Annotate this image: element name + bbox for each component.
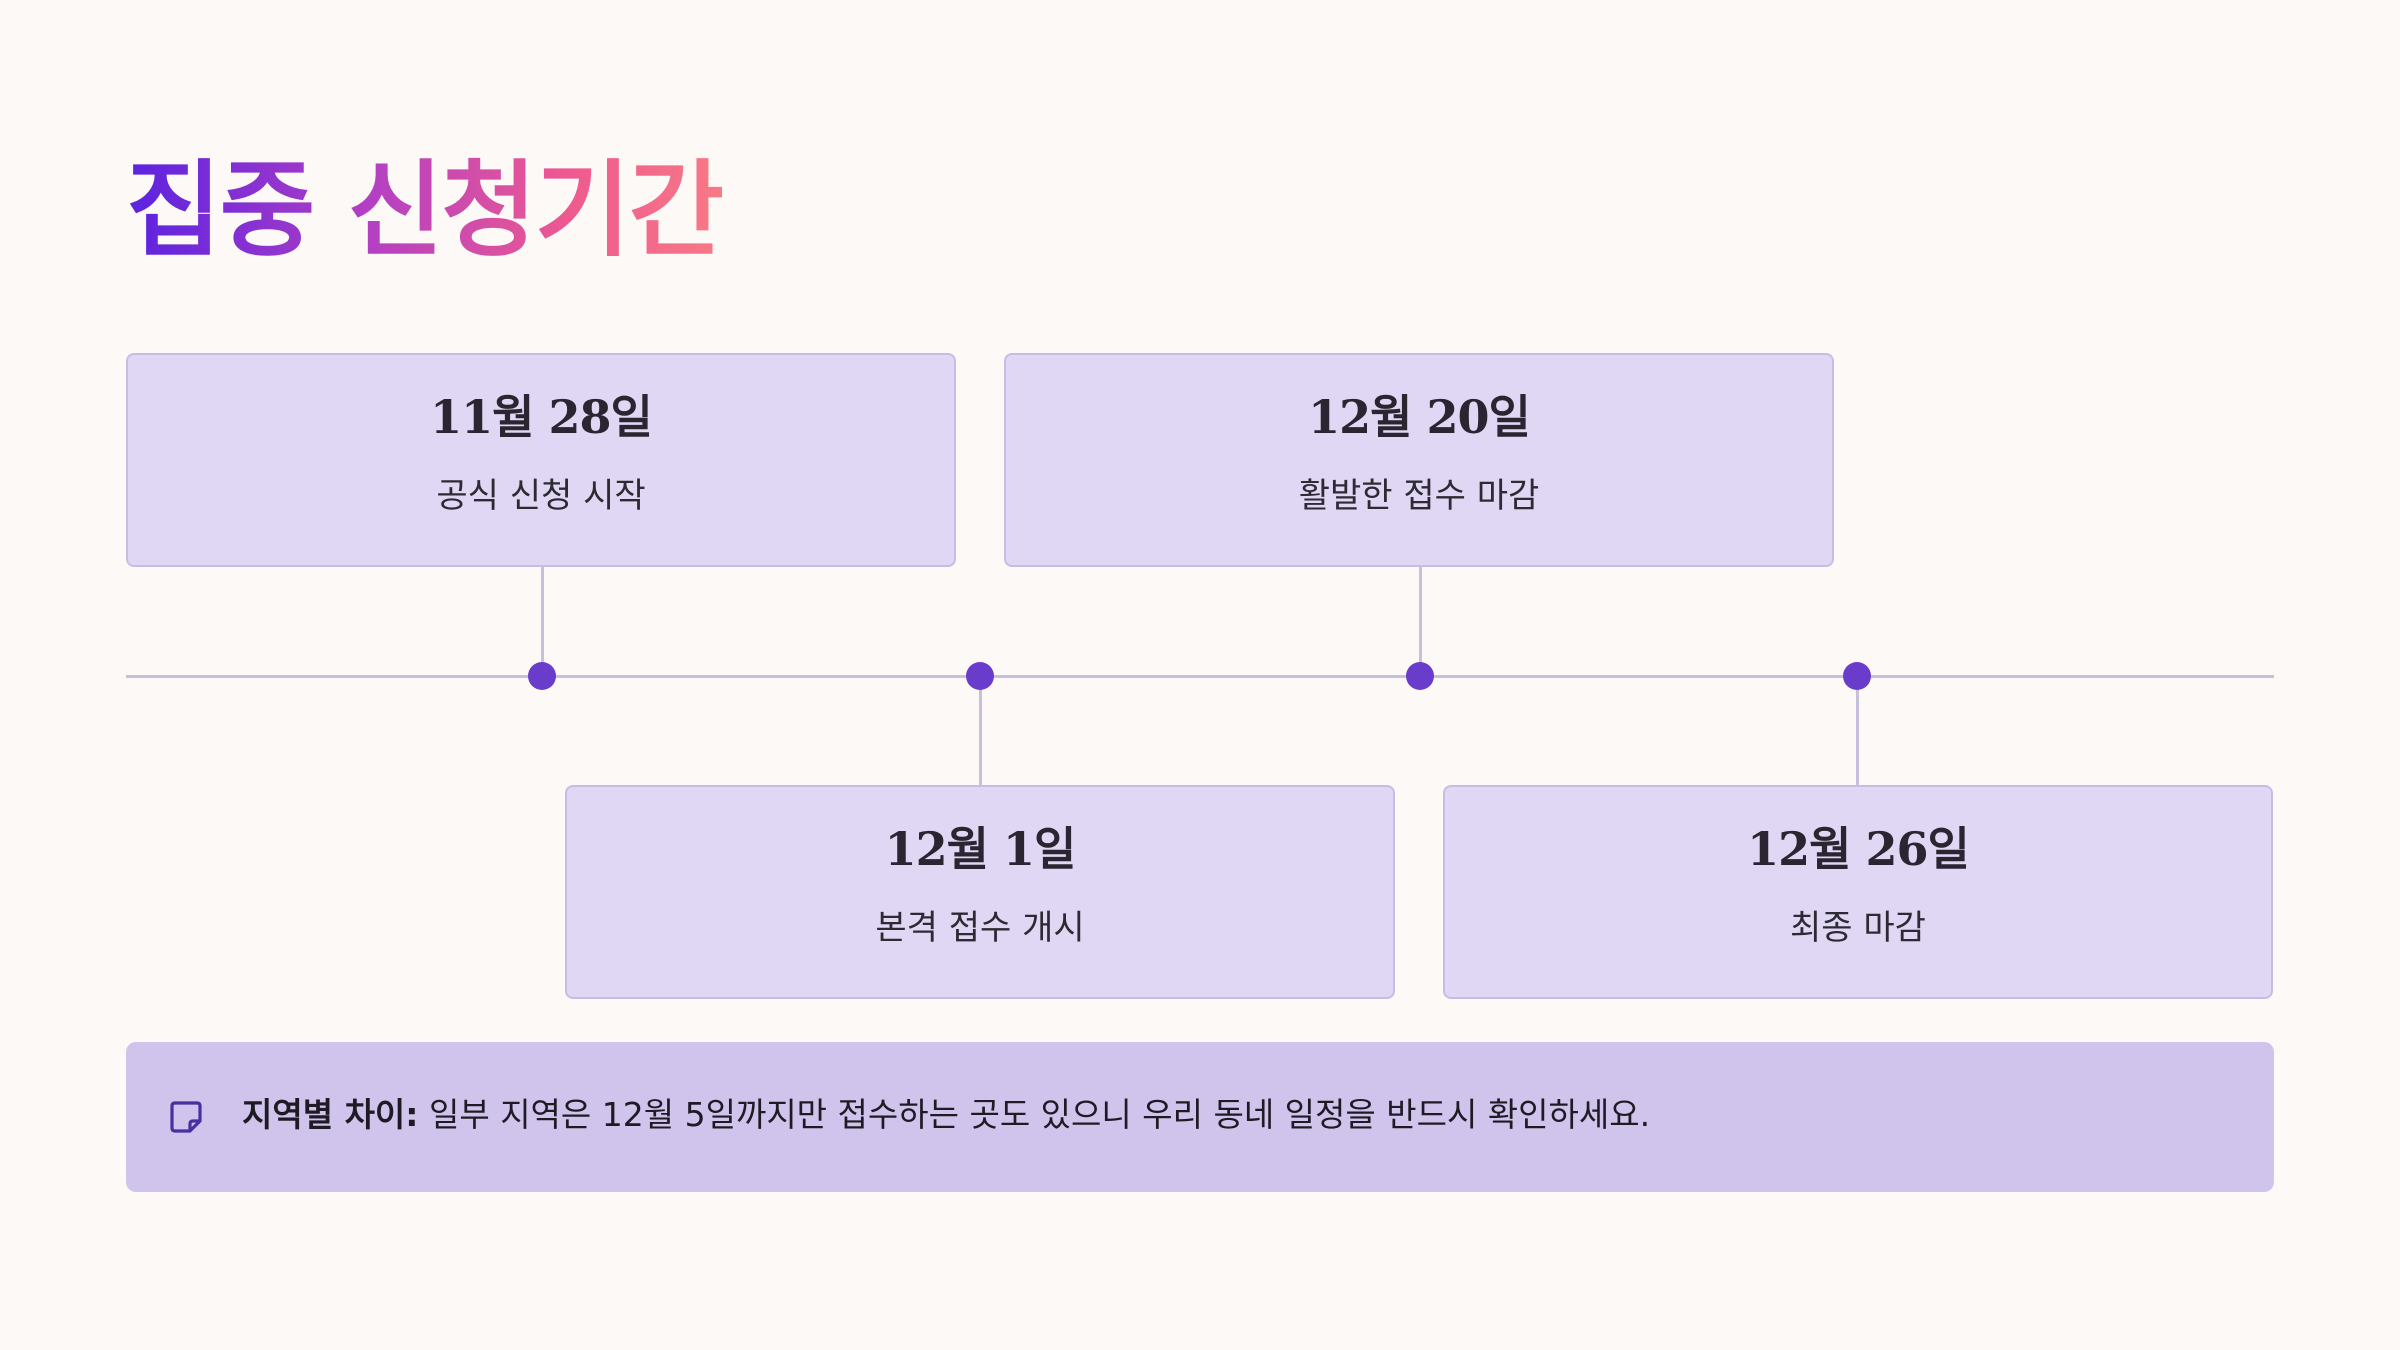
timeline-dot [1843, 662, 1871, 690]
timeline-dot [1406, 662, 1434, 690]
milestone-card-nov-28: 11월 28일 공식 신청 시작 [126, 353, 956, 567]
sticky-note-icon [166, 1097, 206, 1137]
timeline-dot [966, 662, 994, 690]
connector-line [541, 567, 544, 677]
connector-line [979, 677, 982, 787]
connector-line [1419, 567, 1422, 677]
milestone-date: 12월 26일 [1747, 822, 1970, 876]
page-title: 집중 신청기간 [126, 140, 724, 280]
timeline-dot [528, 662, 556, 690]
milestone-date: 12월 1일 [884, 822, 1077, 876]
connector-line [1856, 677, 1859, 787]
milestone-label: 최종 마감 [1790, 908, 1926, 948]
timeline-axis [126, 675, 2274, 678]
note-body: 일부 지역은 12월 5일까지만 접수하는 곳도 있으니 우리 동네 일정을 반… [418, 1095, 1651, 1134]
milestone-card-dec-20: 12월 20일 활발한 접수 마감 [1004, 353, 1834, 567]
milestone-label: 본격 접수 개시 [875, 908, 1085, 948]
milestone-date: 11월 28일 [430, 390, 653, 444]
milestone-label: 활발한 접수 마감 [1298, 476, 1540, 516]
milestone-label: 공식 신청 시작 [436, 476, 646, 516]
milestone-card-dec-1: 12월 1일 본격 접수 개시 [565, 785, 1395, 999]
milestone-date: 12월 20일 [1308, 390, 1531, 444]
regional-note-callout: 지역별 차이: 일부 지역은 12월 5일까지만 접수하는 곳도 있으니 우리 … [126, 1042, 2274, 1192]
note-label: 지역별 차이: [242, 1095, 419, 1134]
milestone-card-dec-26: 12월 26일 최종 마감 [1443, 785, 2273, 999]
note-text: 지역별 차이: 일부 지역은 12월 5일까지만 접수하는 곳도 있으니 우리 … [242, 1092, 1650, 1138]
